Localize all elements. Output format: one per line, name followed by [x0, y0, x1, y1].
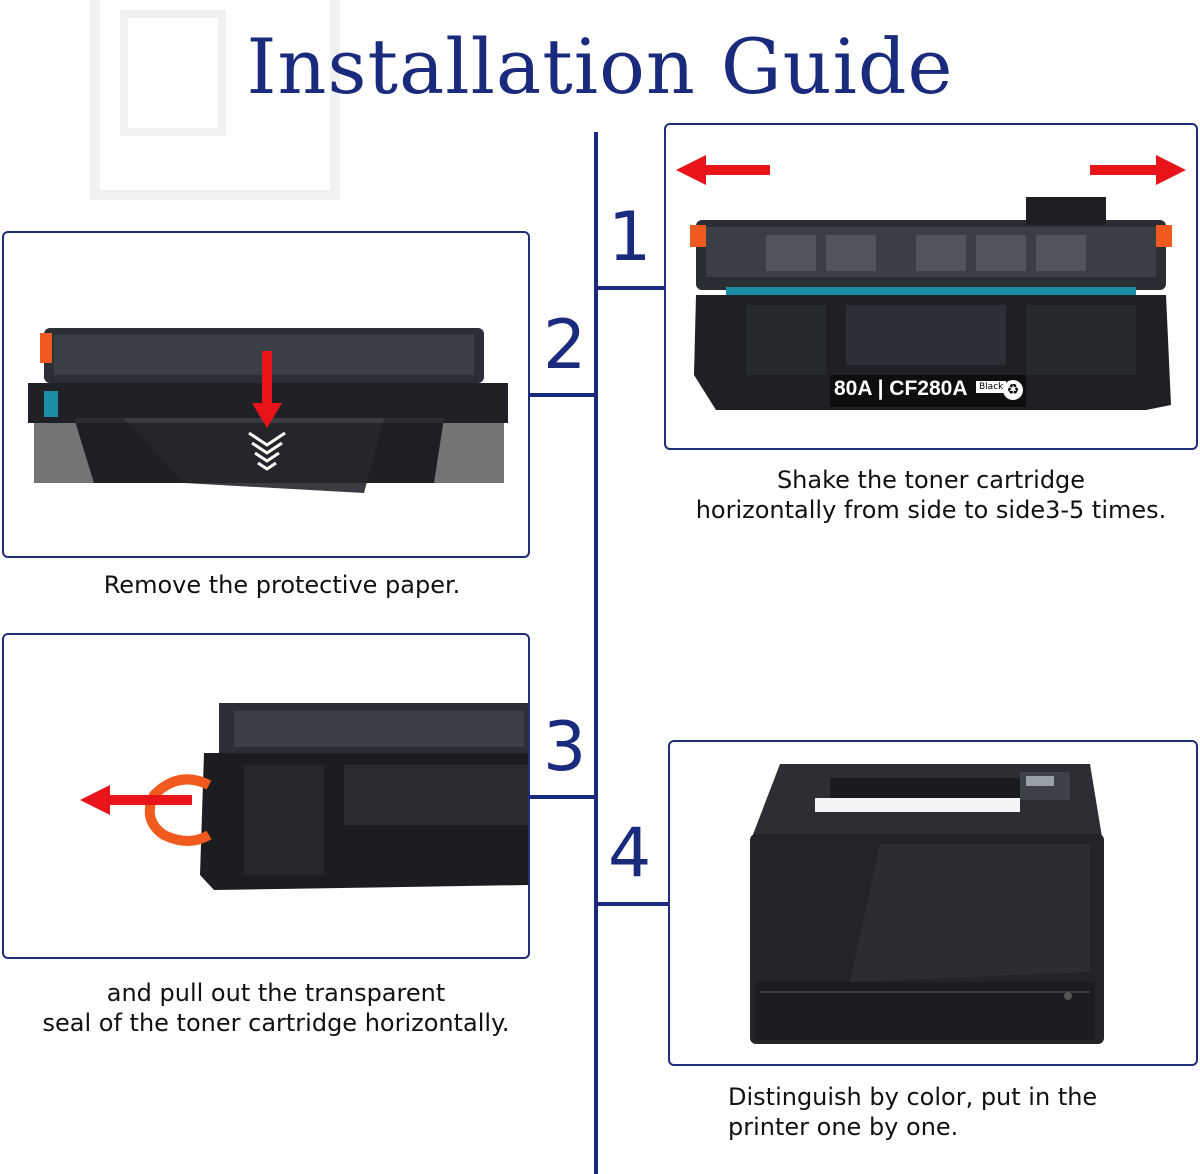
connector-step-1 [598, 286, 666, 290]
connector-step-4 [598, 902, 670, 906]
step-3-image-frame [2, 633, 530, 959]
timeline-vertical-line [594, 132, 598, 1174]
cartridge-color-label: Black [976, 381, 1007, 393]
step-number-2: 2 [543, 306, 587, 385]
arrow-right-icon [1090, 155, 1186, 185]
toner-cartridge-pull-seal-illustration [80, 703, 528, 890]
toner-cartridge-shake-illustration [676, 155, 1186, 410]
arrow-left-icon [676, 155, 770, 185]
background-watermark-inner [120, 10, 226, 136]
arrow-down-icon [248, 351, 286, 471]
step-4-image-frame [668, 740, 1198, 1066]
connector-step-3 [529, 795, 594, 799]
background-watermark [90, 0, 340, 200]
recycle-icon: ♻ [1003, 380, 1023, 400]
arrow-left-pull-icon [80, 785, 192, 815]
step-3-caption-line-2: seal of the toner cartridge horizontally… [42, 1009, 510, 1037]
step-4-caption-line-2: printer one by one. [728, 1113, 959, 1141]
page-title: Installation Guide [246, 22, 954, 111]
connector-step-2 [529, 393, 594, 397]
step-3-caption-line-1: and pull out the transparent [106, 979, 446, 1007]
step-number-3: 3 [543, 708, 587, 787]
cartridge-model-label: 80A | CF280A [834, 377, 968, 400]
step-2-caption: Remove the protective paper. [103, 571, 461, 599]
toner-cartridge-remove-paper-illustration [28, 328, 508, 493]
step-1-caption: Shake the toner cartridge horizontally f… [664, 465, 1198, 525]
step-number-1: 1 [608, 198, 652, 277]
step-1-caption-line-1: Shake the toner cartridge [776, 466, 1086, 494]
step-number-4: 4 [608, 814, 652, 893]
laser-printer-illustration [750, 764, 1104, 1044]
step-1-caption-line-2: horizontally from side to side3-5 times. [695, 496, 1167, 524]
step-3-caption: and pull out the transparent seal of the… [2, 978, 550, 1038]
step-1-image-frame: 80A | CF280A Black ♻ [664, 123, 1198, 450]
step-4-caption-line-1: Distinguish by color, put in the [728, 1083, 1098, 1111]
step-4-caption: Distinguish by color, put in the printer… [728, 1082, 1188, 1142]
step-2-image-frame [2, 231, 530, 558]
